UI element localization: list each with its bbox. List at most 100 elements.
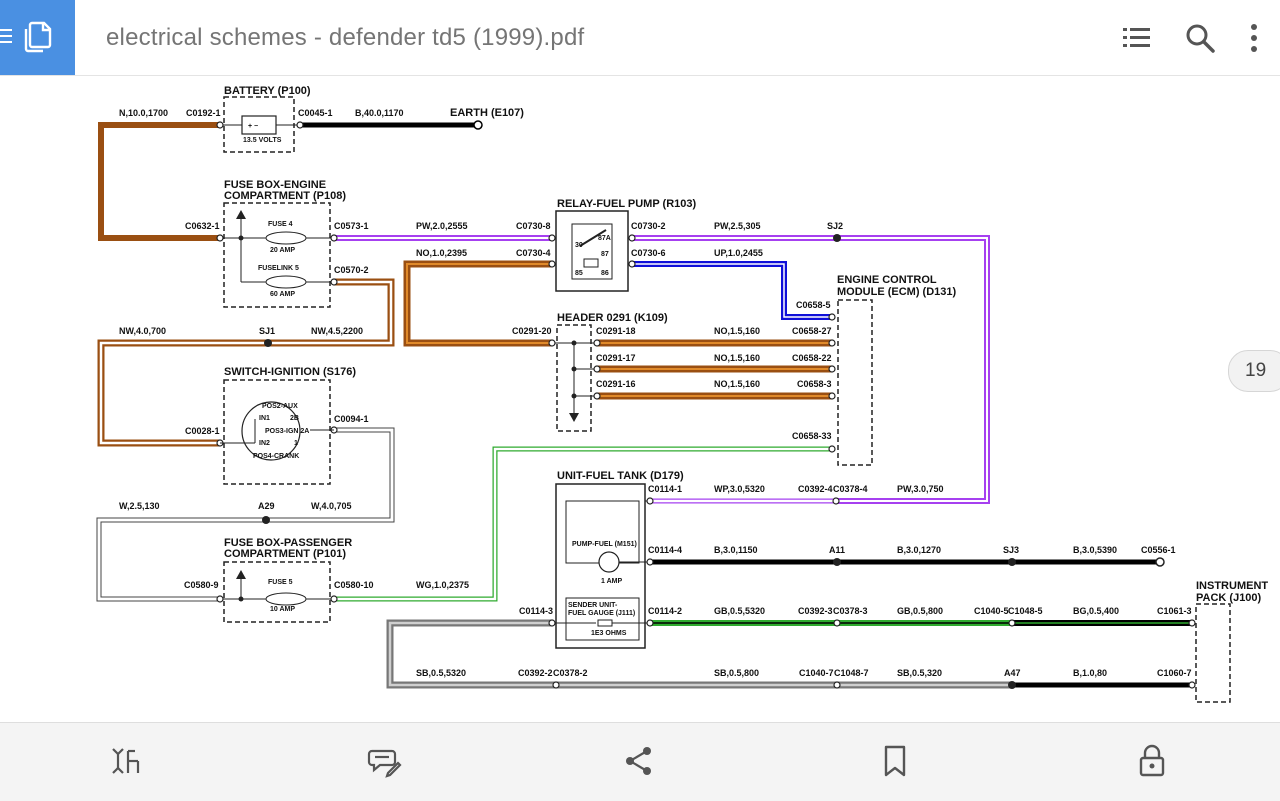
fuse5-rating: 10 AMP	[270, 606, 295, 613]
inline-connectors	[552, 557, 1165, 689]
battery-label: BATTERY (P100)	[224, 85, 311, 97]
wire-label: PW,2.0,2555	[416, 221, 468, 231]
instrument-pack-label-2: PACK (J100)	[1196, 592, 1262, 604]
pump-rating: 1 AMP	[601, 578, 622, 585]
wire-brown-n	[98, 122, 220, 241]
connector-label: C1048-5	[1008, 606, 1043, 616]
header-0291-component	[548, 324, 601, 432]
relay-pin-86: 86	[601, 270, 609, 277]
connector-label: C1040-7	[799, 668, 834, 678]
relay-pin-85: 85	[575, 270, 583, 277]
wire-label: UP,1.0,2455	[714, 248, 763, 258]
connector-label: C0291-16	[596, 379, 636, 389]
fuel-tank-unit-component	[548, 483, 654, 649]
fuse4-rating: 20 AMP	[270, 247, 295, 254]
splice-label: A11	[829, 545, 845, 555]
connector-label: C0114-3	[519, 606, 553, 616]
splice-label: A47	[1004, 668, 1021, 678]
switch-in1-label: IN1	[259, 415, 270, 422]
connector-label: C0730-6	[631, 248, 666, 258]
wire-label: WP,3.0,5320	[714, 484, 765, 494]
connector-label: C0730-8	[516, 221, 551, 231]
wire-label: W,4.0,705	[311, 501, 352, 511]
connector-label: C1040-5	[974, 606, 1009, 616]
connector-label: C0378-4	[833, 484, 868, 494]
connector-label: C0580-9	[184, 580, 219, 590]
wire-brown-white-nw	[97, 278, 395, 447]
connector-label: C0658-27	[792, 326, 832, 336]
wire-brown-orange-no	[403, 260, 832, 400]
wire-label: BG,0.5,400	[1073, 606, 1119, 616]
connector-label: C0570-2	[334, 265, 369, 275]
connector-label: C0045-1	[298, 108, 333, 118]
connector-label: C0378-2	[553, 668, 588, 678]
lock-icon[interactable]	[1134, 743, 1170, 779]
fusebox-passenger-label-2: COMPARTMENT (P101)	[224, 548, 346, 560]
instrument-pack-label-1: INSTRUMENT	[1196, 580, 1268, 592]
wire-label: B,3.0,1150	[714, 545, 758, 555]
connector-label: C0580-10	[334, 580, 374, 590]
sender-label-2: FUEL GAUGE (J111)	[568, 610, 635, 617]
share-icon[interactable]	[621, 743, 657, 779]
wire-label: SB,0.5,800	[714, 668, 759, 678]
connector-label: C0028-1	[185, 426, 220, 436]
annotate-icon[interactable]	[366, 743, 402, 779]
relay-pin-87a: 87A	[598, 235, 611, 242]
wire-label: NW,4.5,2200	[311, 326, 363, 336]
page-number-indicator[interactable]: 19	[1228, 350, 1280, 392]
connector-label: C0392-2	[518, 668, 553, 678]
connector-label: C1060-7	[1157, 668, 1192, 678]
pdf-page[interactable]: .lbl{font-size:9px;font-weight:bold;fill…	[0, 76, 1280, 722]
fusebox-passenger-label-1: FUSE BOX-PASSENGER	[224, 537, 352, 549]
wire-label: NO,1.5,160	[714, 353, 760, 363]
header-label: HEADER 0291 (K109)	[557, 312, 668, 324]
wire-label: NO,1.5,160	[714, 326, 760, 336]
bookmark-icon[interactable]	[877, 743, 913, 779]
switch-pos3-label: POS3-IGN 2A	[265, 428, 309, 435]
document-menu-button[interactable]	[0, 0, 75, 75]
sender-label-1: SENDER UNIT-	[568, 602, 618, 609]
earth-terminal	[473, 120, 483, 130]
wire-label: B,40.0,1170	[355, 108, 404, 118]
connector-label: C0658-33	[792, 431, 832, 441]
connector-label: C0573-1	[334, 221, 369, 231]
ecm-label-2: MODULE (ECM) (D131)	[837, 286, 957, 298]
switch-pos2-label: POS2-AUX	[262, 403, 298, 410]
switch-label: SWITCH-IGNITION (S176)	[224, 366, 356, 378]
connector-label: C0378-3	[833, 606, 868, 616]
fuse4-label: FUSE 4	[268, 221, 293, 228]
wire-slate-black-sb	[386, 619, 1192, 689]
battery-component: + − 13.5 VOLTS	[216, 96, 304, 153]
relay-label: RELAY-FUEL PUMP (R103)	[557, 198, 697, 210]
more-icon[interactable]	[1236, 20, 1272, 56]
connector-label: C0658-22	[792, 353, 832, 363]
wire-blue-up	[632, 261, 832, 320]
relay-pin-87: 87	[601, 251, 609, 258]
document-title: electrical schemes - defender td5 (1999)…	[106, 24, 585, 51]
connector-label: C0556-1	[1141, 545, 1176, 555]
switch-pos4-label: POS4-CRANK	[253, 453, 299, 460]
wire-label: B,3.0,5390	[1073, 545, 1117, 555]
wire-label: PW,2.5,305	[714, 221, 761, 231]
sender-rating: 1E3 OHMS	[591, 630, 627, 637]
search-icon[interactable]	[1182, 20, 1218, 56]
wire-label: SB,0.5,320	[897, 668, 942, 678]
wiring-schematic: .lbl{font-size:9px;font-weight:bold;fill…	[96, 85, 1268, 703]
switch-1-label: 1	[294, 440, 298, 447]
fusebox-engine-label-2: COMPARTMENT (P108)	[224, 190, 346, 202]
wire-label: SB,0.5,5320	[416, 668, 466, 678]
fusebox-engine-component	[216, 202, 338, 308]
connector-label: C0291-20	[512, 326, 552, 336]
wire-label: N,10.0,1700	[119, 108, 168, 118]
document-icon	[24, 21, 52, 53]
wire-label: NW,4.0,700	[119, 326, 166, 336]
connector-label: C0291-18	[596, 326, 636, 336]
menu-icon	[0, 29, 12, 45]
contents-icon[interactable]	[1118, 20, 1154, 56]
adjust-icon[interactable]	[108, 743, 144, 779]
wire-purple-pw	[334, 235, 990, 504]
splice-label: SJ2	[827, 221, 843, 231]
connector-label: C0730-2	[631, 221, 666, 231]
splice-label: A29	[258, 501, 275, 511]
ecm-component	[828, 299, 873, 505]
